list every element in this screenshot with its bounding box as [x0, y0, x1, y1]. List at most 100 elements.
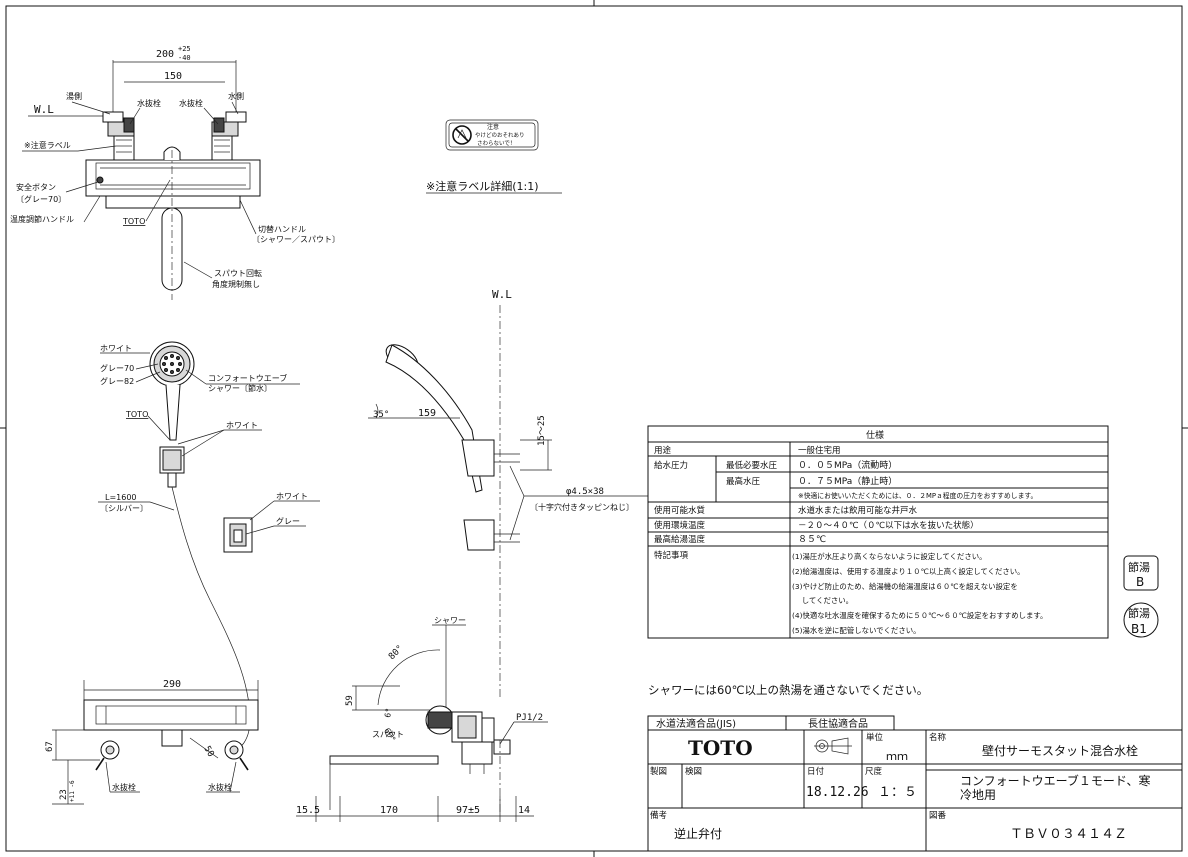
badge-b1-top: 節湯 [1128, 606, 1150, 620]
spec-row-4-label: 使用可能水質 [654, 505, 706, 516]
angle-6: 6° [383, 707, 394, 718]
made-label: 製図 [650, 766, 667, 777]
spec-row-6-label: 最高給湯温度 [654, 534, 706, 545]
water-saving-badges: 節湯 B 節湯 B1 [1123, 555, 1159, 638]
caution-label-callout: ※注意ラベル [24, 140, 71, 150]
dim-23-tol: +11 -6 [69, 780, 76, 802]
spec-note-4: (4)快適な吐水温度を確保するために５０℃～６０℃設定をおすすめします。 [792, 611, 1047, 620]
hot-water-warning: シャワーには60℃以上の熱湯を通さないでください。 [648, 683, 928, 697]
spec-row-3-value: ※快適にお使いいただくためには、０．２MPａ程度の圧力をおすすめします。 [798, 491, 1037, 500]
safety-button-color: 〔グレー70〕 [16, 194, 66, 204]
spec-note-3: してください。 [792, 596, 853, 605]
scale-value: １：５ [878, 785, 917, 800]
dim-200-tol-upper: +25 [178, 45, 191, 53]
wl-label: W.L [34, 103, 54, 116]
drain-plug-left-label: 水抜栓 [137, 98, 161, 108]
gray70-label: グレー70 [100, 363, 134, 373]
brand-logo: TOTO [688, 736, 753, 760]
jis-label: 水道法適合品(JIS) [656, 717, 736, 730]
spec-row-6-value: ８５℃ [798, 535, 826, 545]
shower-side-view: W.L 35° 159 15～25 φ4.5×38 〔十字穴付きタッピンねじ〕 [368, 288, 648, 700]
spout-side-view: シャワー 80° 59 6° 60° スパウト PJ1/2 [296, 616, 548, 822]
bottom-view: 290 67 23 +11 -6 50 水抜栓 水抜栓 [45, 679, 259, 805]
dim-200: 200 [156, 49, 174, 60]
spec-row-5-value: －２０～４０℃（０℃以下は水を抜いた状態） [798, 520, 979, 531]
pj-label: PJ1/2 [516, 713, 543, 723]
drawing-no: ＴＢＶ０３４１４Ｚ [1010, 827, 1127, 842]
bottom-drain-left-label: 水抜栓 [112, 782, 136, 792]
safety-button-icon [96, 176, 104, 184]
check-label: 検図 [685, 766, 702, 777]
title-block: 水道法適合品(JIS) 長住協適合品 TOTO 単位 ｍｍ 名称 壁付サーモスタ… [647, 715, 1183, 852]
remarks-value: 逆止弁付 [674, 826, 722, 841]
side-holder [463, 519, 495, 551]
toto-label: TOTO [122, 217, 145, 226]
spout-arm [329, 755, 439, 765]
spec-row-0-label: 用途 [654, 445, 672, 456]
spec-table: 仕様 用途 一般住宅用 給水圧力 最低必要水圧 ０．０５MPa（流動時） 最高水… [647, 425, 1109, 639]
badge-b1 [1123, 602, 1159, 638]
badge-b-top: 節湯 [1128, 560, 1150, 574]
side-wl-label: W.L [492, 288, 512, 301]
spec-title: 仕様 [866, 429, 884, 441]
shower-front-view: ホワイト グレー70 グレー82 コンフォートウエーブ シャワー〔節水〕 TOT… [98, 341, 320, 753]
spec-row-1-value: ０．０５MPa（流動時） [798, 459, 897, 471]
dim-14: 14 [518, 805, 530, 816]
temp-handle-label: 温度調節ハンドル [10, 214, 74, 224]
hose-length-label: L=1600 [105, 493, 137, 502]
name-label: 名称 [929, 732, 947, 743]
toto-shower-label: TOTO [125, 410, 148, 419]
spec-row-2-value: ０．７５MPa（静止時） [798, 475, 897, 487]
dim-159: 159 [418, 408, 436, 419]
caution-label-caption: ※注意ラベル詳細(1:1) [426, 179, 539, 193]
assoc-label: 長住協適合品 [808, 717, 868, 730]
spout-rotation-note: 角度規制無し [212, 279, 260, 289]
spec-notes-label: 特記事項 [654, 550, 689, 561]
comfort-wave-label: コンフォートウエーブ [208, 373, 287, 383]
dim-23: 23 [59, 789, 69, 800]
dim-15-5: 15.5 [296, 805, 320, 816]
caution-label-detail: 注意 やけどのおそれあり さわらないで！ ※注意ラベル詳細(1:1) [426, 119, 562, 194]
white-top-label: ホワイト [100, 344, 132, 353]
spout-shower-label: シャワー [434, 616, 466, 625]
spec-row-5-label: 使用環境温度 [654, 520, 706, 531]
hot-side-label: 湯側 [66, 91, 82, 101]
caution-label-line1: 注意 [487, 123, 499, 131]
caution-label-line2: やけどのおそれあり [475, 131, 525, 139]
caution-label-line3: さわらないで！ [477, 140, 515, 147]
remarks-label: 備考 [650, 810, 667, 821]
dim-290: 290 [163, 679, 181, 690]
spec-row-2-sub: 最高水圧 [726, 476, 761, 487]
bottom-drain-right-label: 水抜栓 [208, 782, 232, 792]
spec-row-1-sub: 最低必要水圧 [726, 460, 778, 471]
switch-handle-note: 〔シャワー／スパウト〕 [252, 235, 340, 244]
unit-value: ｍｍ [886, 750, 908, 763]
dim-67: 67 [45, 741, 55, 752]
spec-note-1: (2)給湯温度は、使用する温度より１０℃以上高く設定してください。 [792, 567, 1025, 576]
drain-plug-right-label: 水抜栓 [179, 98, 203, 108]
no-touch-icon [452, 125, 472, 145]
screw-note: 〔十字穴付きタッピンねじ〕 [530, 502, 634, 512]
screw-label: φ4.5×38 [566, 487, 604, 497]
badge-b-bottom: B [1136, 575, 1144, 589]
product-description: コンフォートウエーブ１モード、寒冷地用 [960, 774, 1151, 802]
holder-gray-label: グレー [276, 516, 300, 526]
unit-label: 単位 [866, 732, 884, 743]
spout-label: スパウト [372, 730, 404, 739]
spout-rotation-label: スパウト回転 [214, 269, 262, 278]
drawing-no-label: 図番 [929, 810, 947, 821]
switch-handle-label: 切替ハンドル [258, 224, 306, 234]
dim-15-25: 15～25 [537, 415, 547, 446]
dim-59: 59 [345, 695, 355, 706]
gray82-label: グレー82 [100, 376, 134, 386]
spec-row-1-label: 給水圧力 [654, 460, 688, 471]
scale-label: 尺度 [865, 766, 883, 777]
cold-inlet-nut [225, 111, 247, 123]
holder-white-label: ホワイト [276, 492, 308, 501]
badge-b [1123, 555, 1159, 591]
safety-button-label: 安全ボタン [16, 182, 56, 192]
dim-200-tol-lower: -40 [178, 54, 191, 62]
product-name: 壁付サーモスタット混合水栓 [982, 743, 1138, 758]
dim-170: 170 [380, 805, 398, 816]
